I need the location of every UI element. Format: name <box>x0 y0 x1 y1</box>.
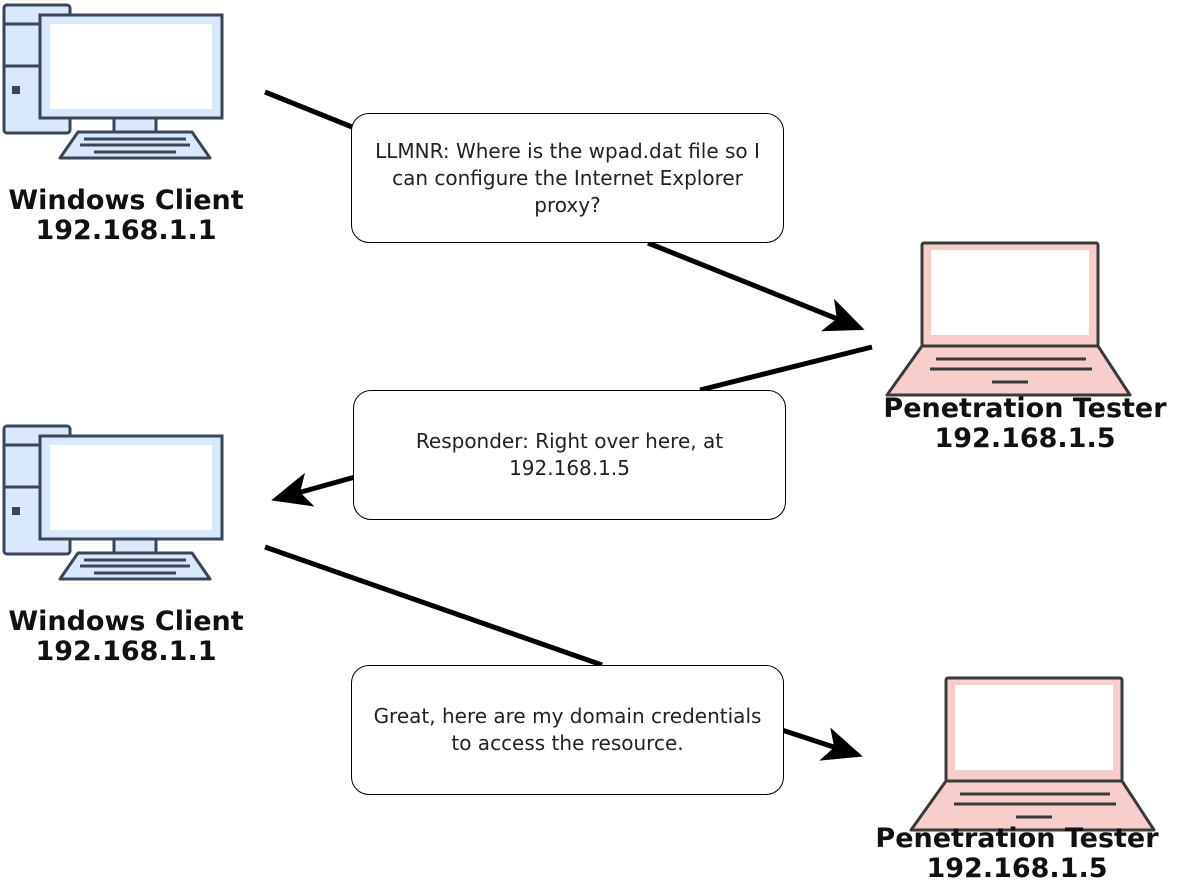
node-ip: 192.168.1.5 <box>934 423 1116 454</box>
node-name: Penetration Tester <box>875 823 1159 854</box>
connector-client2-to-credentials <box>264 544 603 668</box>
laptop-icon <box>885 241 1132 397</box>
arrow-reply-to-client2 <box>271 472 356 507</box>
connector-tester1-to-reply <box>699 344 873 393</box>
laptop-icon <box>909 676 1156 832</box>
arrow-credentials-to-tester2 <box>781 727 863 761</box>
connector-client1-to-query <box>264 89 353 130</box>
node-ip: 192.168.1.1 <box>35 215 217 246</box>
arrow-query-to-tester1 <box>647 240 865 332</box>
desktop-computer-icon <box>2 3 224 160</box>
node-label-tester-2: Penetration Tester 192.168.1.5 <box>866 824 1168 884</box>
node-name: Penetration Tester <box>883 393 1167 424</box>
node-label-tester-1: Penetration Tester 192.168.1.5 <box>874 394 1176 454</box>
node-name: Windows Client <box>8 185 244 216</box>
message-llmnr-query: LLMNR: Where is the wpad.dat file so I c… <box>351 113 784 243</box>
message-responder-reply: Responder: Right over here, at 192.168.1… <box>353 390 786 520</box>
desktop-computer-icon <box>2 424 224 581</box>
node-ip: 192.168.1.1 <box>35 636 217 667</box>
node-name: Windows Client <box>8 606 244 637</box>
node-label-client-2: Windows Client 192.168.1.1 <box>0 607 252 667</box>
node-ip: 192.168.1.5 <box>926 853 1108 884</box>
node-label-client-1: Windows Client 192.168.1.1 <box>0 186 252 246</box>
message-credentials: Great, here are my domain credentials to… <box>351 665 784 795</box>
